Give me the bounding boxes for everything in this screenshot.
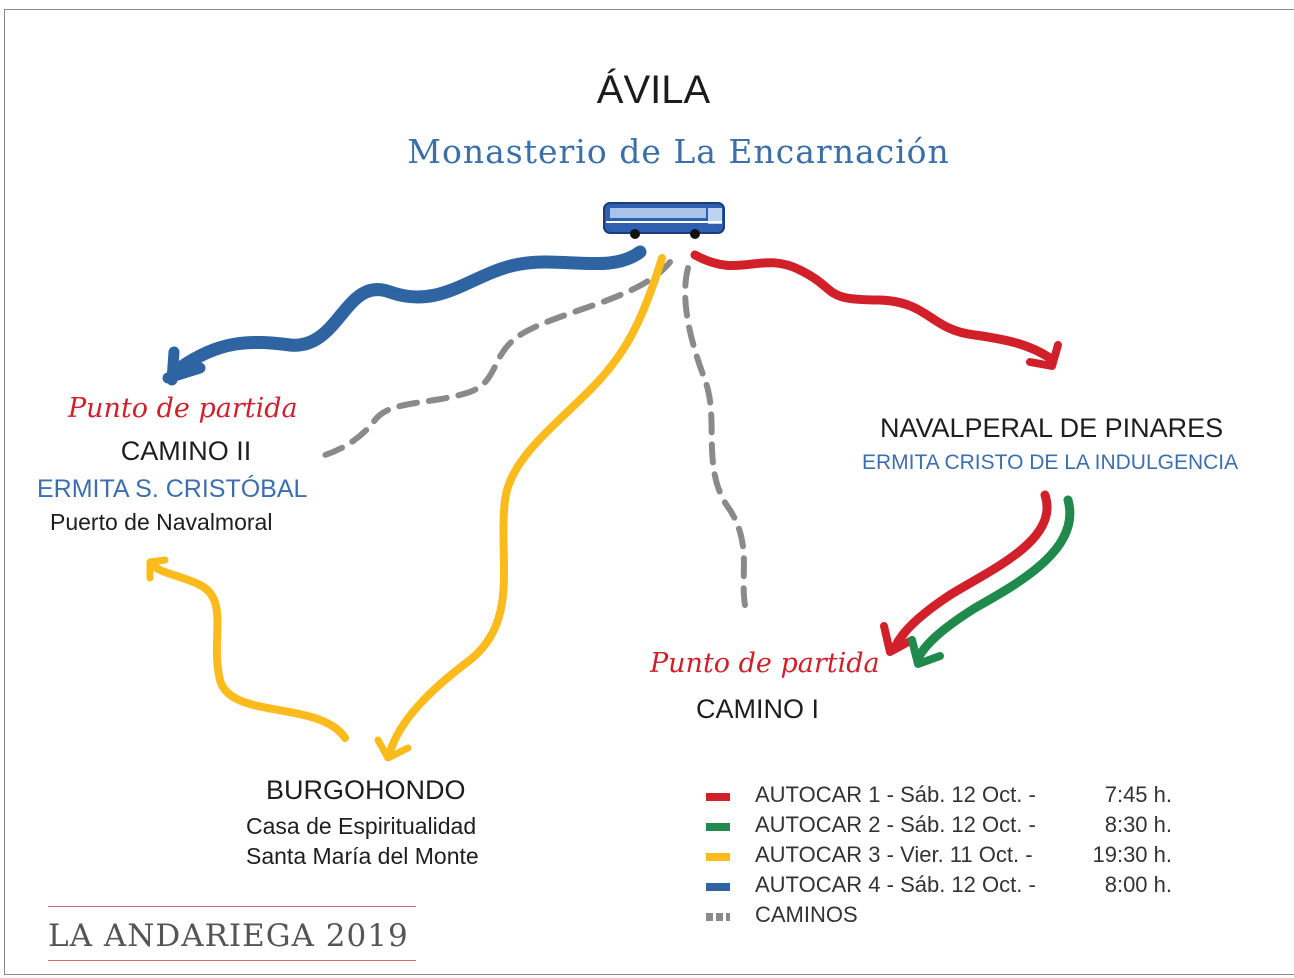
legend-time: 7:45 h.	[1104, 782, 1172, 807]
brand-text: LA ANDARIEGA 2019	[48, 918, 409, 954]
arrowhead-autocar-2	[908, 636, 944, 668]
legend-swatch	[706, 853, 730, 861]
arrowhead-autocar-3a	[374, 736, 412, 762]
legend-swatch	[706, 883, 730, 891]
burgohondo-line1: Casa de Espiritualidad	[246, 813, 477, 839]
page-subtitle: Monasterio de La Encarnación	[407, 132, 950, 171]
camino2-detail: Puerto de Navalmoral	[50, 509, 273, 535]
legend-time: 8:00 h.	[1104, 872, 1172, 897]
arrowhead-autocar-1b	[880, 622, 916, 656]
arrowhead-autocar-3b	[146, 556, 169, 582]
route-autocar-3	[146, 254, 666, 762]
camino1-start-label: Punto de partida	[650, 648, 880, 679]
camino-route-to-camino1	[682, 265, 748, 608]
legend-label: AUTOCAR 2 - Sáb. 12 Oct. -	[755, 812, 1036, 837]
camino2-start-label: Punto de partida	[68, 393, 298, 424]
arrowhead-autocar-1a	[1026, 341, 1062, 370]
legend-time: 8:30 h.	[1104, 812, 1172, 837]
legend-label: AUTOCAR 4 - Sáb. 12 Oct. -	[755, 872, 1036, 897]
navalperal-name: NAVALPERAL DE PINARES	[880, 413, 1224, 443]
diagram-frame	[4, 9, 1294, 975]
camino-route-to-camino2	[322, 259, 673, 458]
camino1-name: CAMINO I	[696, 694, 820, 724]
camino2-place: ERMITA S. CRISTÓBAL	[37, 475, 308, 503]
legend-swatch	[706, 913, 730, 921]
arrowhead-autocar-4	[162, 346, 206, 386]
legend-item-autocar-4: AUTOCAR 4 - Sáb. 12 Oct. - 8:00 h.	[706, 872, 1176, 902]
legend-swatch	[706, 793, 730, 801]
legend-time: 19:30 h.	[1092, 842, 1172, 867]
brand-rule-top	[48, 906, 416, 907]
brand-rule-bottom	[48, 960, 416, 961]
camino2-name: CAMINO II	[120, 436, 252, 466]
legend-swatch	[706, 823, 730, 831]
bus-icon	[603, 202, 725, 239]
legend-label: AUTOCAR 3 - Vier. 11 Oct. -	[755, 842, 1033, 867]
legend-item-autocar-3: AUTOCAR 3 - Vier. 11 Oct. - 19:30 h.	[706, 842, 1176, 872]
burgohondo-line2: Santa María del Monte	[246, 843, 479, 869]
burgohondo-name: BURGOHONDO	[266, 775, 466, 805]
legend-item-autocar-1: AUTOCAR 1 - Sáb. 12 Oct. - 7:45 h.	[706, 782, 1176, 812]
legend-label: CAMINOS	[755, 902, 858, 927]
page-title: ÁVILA	[596, 68, 711, 112]
caminos-routes	[322, 259, 748, 608]
legend-label: AUTOCAR 1 - Sáb. 12 Oct. -	[755, 782, 1036, 807]
legend-item-caminos: CAMINOS	[706, 902, 1176, 932]
route-autocar-4	[162, 245, 647, 386]
route-autocar-2	[908, 495, 1075, 668]
legend-item-autocar-2: AUTOCAR 2 - Sáb. 12 Oct. - 8:30 h.	[706, 812, 1176, 842]
brand-logo: LA ANDARIEGA 2019	[48, 906, 416, 962]
navalperal-place: ERMITA CRISTO DE LA INDULGENCIA	[862, 451, 1239, 474]
route-autocar-1	[690, 250, 1062, 656]
